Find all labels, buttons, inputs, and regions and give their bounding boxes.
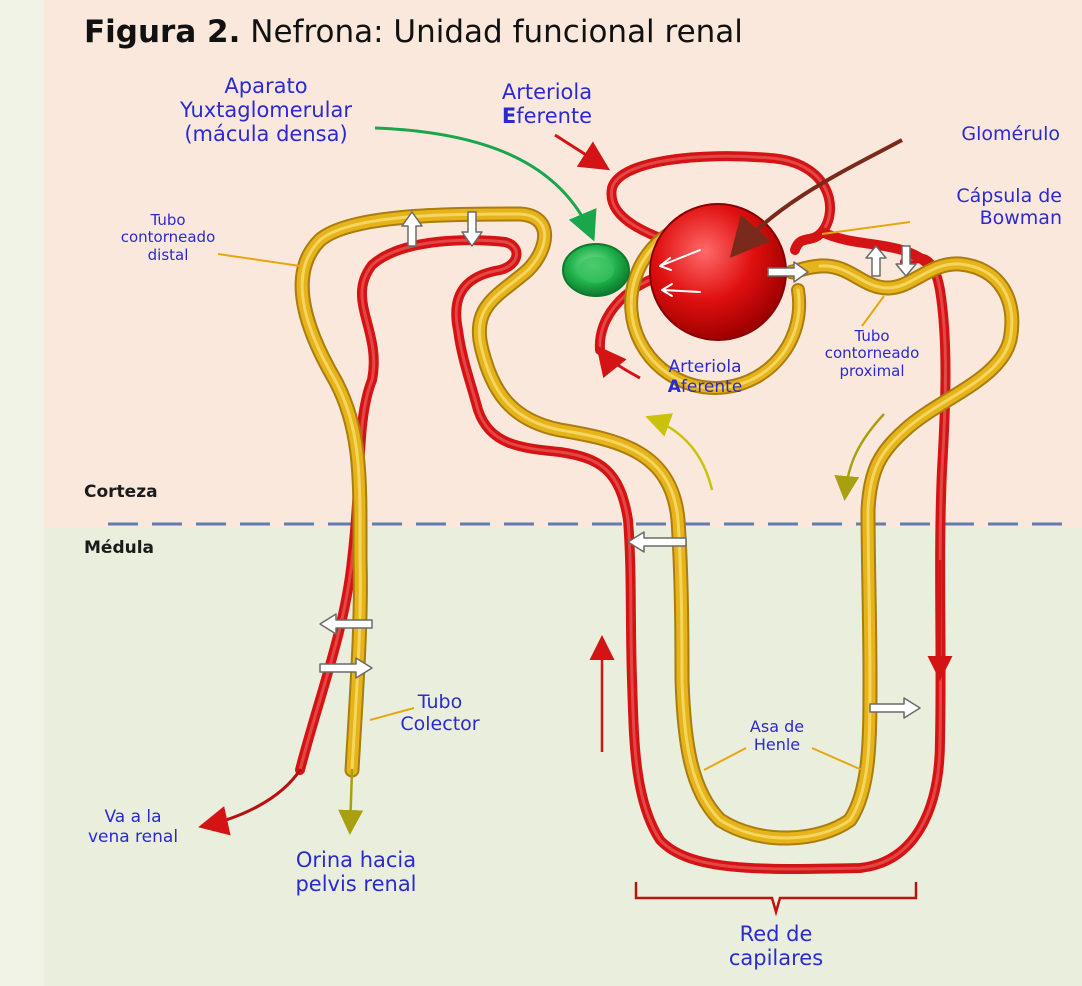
glomerulus-label: Glomérulo — [906, 124, 1060, 146]
capillaries-line-2: capilares — [696, 946, 856, 970]
distal-line-2: contorneado — [98, 229, 238, 246]
distal-tubule-label: Tubo contorneado distal — [98, 212, 238, 264]
efferent-pointer-arrow — [555, 135, 605, 167]
afferent-line-1: Arteriola — [640, 358, 770, 378]
juxtaglomerular-label: Aparato Yuxtaglomerular (mácula densa) — [136, 74, 396, 146]
afferent-arteriole-label: Arteriola Aferente — [640, 358, 770, 397]
collector-line-1: Tubo — [380, 692, 500, 714]
juxta-line-3: (mácula densa) — [136, 122, 396, 146]
efferent-arteriole-label: Arteriola Eferente — [472, 80, 622, 128]
medulla-label: Médula — [84, 538, 154, 558]
urine-label: Orina hacia pelvis renal — [256, 848, 456, 896]
cortex-label: Corteza — [84, 482, 158, 502]
distal-line-3: distal — [98, 247, 238, 264]
efferent-line-1: Arteriola — [472, 80, 622, 104]
collector-line-2: Colector — [380, 714, 500, 736]
bowman-capsule-label: Cápsula de Bowman — [902, 186, 1062, 230]
afferent-line-2: Aferente — [640, 378, 770, 398]
efferent-rest: ferente — [516, 104, 592, 128]
distal-line-1: Tubo — [98, 212, 238, 229]
figure-number: Figura 2. — [84, 14, 240, 50]
efferent-initial: E — [502, 104, 516, 128]
proximal-line-3: proximal — [792, 363, 952, 380]
proximal-tubule-label: Tubo contorneado proximal — [792, 328, 952, 380]
henle-line-2: Henle — [722, 736, 832, 754]
figure-title: Figura 2. Nefrona: Unidad funcional rena… — [84, 14, 743, 50]
urine-line-1: Orina hacia — [256, 848, 456, 872]
capillaries-line-1: Red de — [696, 922, 856, 946]
renal-vein-line-2: vena renal — [60, 828, 206, 848]
renal-vein-line-1: Va a la — [60, 808, 206, 828]
bowman-line-1: Cápsula de — [902, 186, 1062, 208]
macula-densa — [563, 244, 629, 296]
juxta-line-2: Yuxtaglomerular — [136, 98, 396, 122]
capillaries-label: Red de capilares — [696, 922, 856, 970]
tubule-main — [302, 214, 1012, 838]
descending-right-arrow — [870, 698, 920, 718]
loop-of-henle-label: Asa de Henle — [722, 718, 832, 755]
henle-line-1: Asa de — [722, 718, 832, 736]
proximal-line-1: Tubo — [792, 328, 952, 345]
collecting-duct-exit — [350, 770, 352, 830]
efferent-line-2: Eferente — [472, 104, 622, 128]
renal-vein-exit — [204, 770, 300, 826]
proximal-line-2: contorneado — [792, 345, 952, 362]
figure-title-text: Nefrona: Unidad funcional renal — [250, 14, 743, 50]
nephron-tubule — [302, 214, 1012, 838]
bowman-line-2: Bowman — [902, 208, 1062, 230]
capillaries-bracket — [636, 882, 916, 912]
urine-line-2: pelvis renal — [256, 872, 456, 896]
collecting-duct-label: Tubo Colector — [380, 692, 500, 736]
juxta-line-1: Aparato — [136, 74, 396, 98]
afferent-initial: A — [668, 377, 681, 397]
afferent-rest: ferente — [681, 377, 742, 397]
afferent-pointer-arrow — [600, 350, 640, 378]
renal-vein-label: Va a la vena renal — [60, 808, 206, 847]
